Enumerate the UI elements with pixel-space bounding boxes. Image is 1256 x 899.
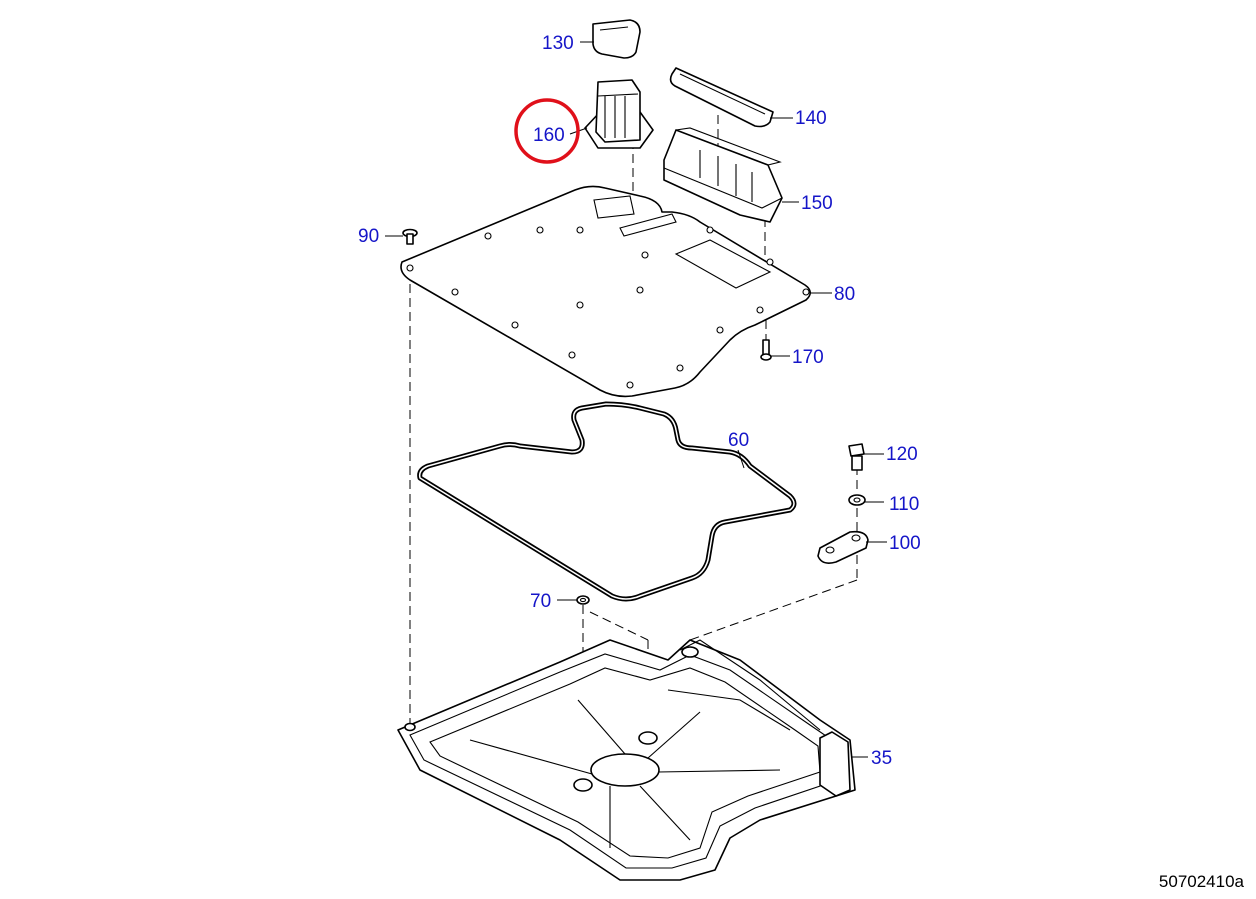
callout-35: 35 xyxy=(871,748,892,769)
callout-150: 150 xyxy=(801,193,833,214)
callout-170: 170 xyxy=(792,347,824,368)
callout-130: 130 xyxy=(542,33,574,54)
part-150-connector-housing xyxy=(663,127,783,223)
part-60-seal xyxy=(417,401,797,602)
drawing-number: 50702410a xyxy=(1159,872,1245,891)
callout-80: 80 xyxy=(834,284,855,305)
part-70-small-seal xyxy=(576,595,590,605)
part-140-gasket xyxy=(669,67,774,128)
part-35-housing xyxy=(397,639,856,881)
part-110-washer xyxy=(848,494,866,506)
callout-110: 110 xyxy=(889,494,919,515)
part-80-cover-plate xyxy=(400,185,812,398)
callout-70: 70 xyxy=(530,591,551,612)
leader-lines xyxy=(385,41,887,758)
callout-160: 160 xyxy=(533,125,565,146)
part-120-bolt xyxy=(848,443,865,471)
part-130-cover-cap xyxy=(592,19,641,59)
part-170-screw xyxy=(760,339,772,361)
highlight-circle xyxy=(514,98,580,164)
part-160-connector xyxy=(584,79,654,149)
part-100-bracket xyxy=(817,530,869,564)
part-90-screw xyxy=(402,228,418,245)
callout-140: 140 xyxy=(795,108,827,129)
callout-120: 120 xyxy=(886,444,918,465)
callout-labels: 130 140 160 150 90 80 170 60 120 110 100… xyxy=(358,33,921,769)
callout-100: 100 xyxy=(889,533,921,554)
callout-60: 60 xyxy=(728,430,749,451)
callout-90: 90 xyxy=(358,226,379,247)
